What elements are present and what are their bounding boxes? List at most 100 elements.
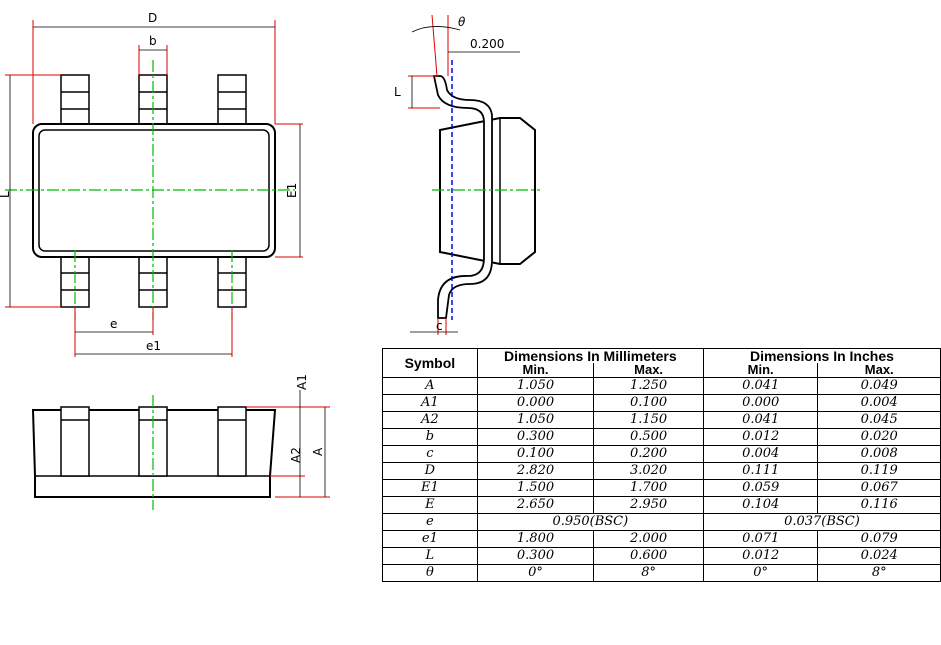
cell-in-max: 0.067	[817, 479, 941, 497]
cell-in-max: 0.024	[817, 547, 941, 565]
cell-in-max: 0.045	[817, 411, 941, 429]
cell-mm-min: 1.050	[476, 377, 595, 395]
lead-front-3	[217, 406, 247, 477]
label-D: D	[148, 11, 157, 25]
top-view	[32, 74, 276, 308]
cell-mm-max: 1.250	[593, 377, 704, 395]
cell-mm-max: 0.600	[593, 547, 704, 565]
cell-in-max: 0.119	[817, 462, 941, 480]
cell-mm-max: 8°	[593, 564, 704, 582]
cell-mm-min: 0.300	[476, 428, 595, 446]
cell-in-max: 0.004	[817, 394, 941, 412]
cell-mm-min: 0.000	[476, 394, 595, 412]
label-A2: A2	[289, 447, 303, 463]
cell-mm-min: 0.300	[476, 547, 595, 565]
cell-mm-max: 1.700	[593, 479, 704, 497]
sub-min-in: Min.	[702, 363, 819, 378]
header-in: Dimensions In Inches	[702, 348, 941, 363]
lead-top-1	[60, 74, 90, 127]
cell-symbol: D	[382, 462, 478, 480]
cell-in-min: 0.000	[702, 394, 819, 412]
cell-mm-max: 2.000	[593, 530, 704, 548]
side-view	[432, 75, 536, 319]
lead-top-3	[217, 74, 247, 127]
cell-mm-min: 0.100	[476, 445, 595, 463]
extension-lines-front	[246, 406, 330, 498]
label-E1: E1	[285, 183, 299, 198]
label-A: A	[311, 447, 325, 456]
cell-mm-min: 1.500	[476, 479, 595, 497]
cell-mm-max: 2.950	[593, 496, 704, 514]
header-mm: Dimensions In Millimeters	[476, 348, 704, 363]
cell-symbol: A1	[382, 394, 478, 412]
cell-symbol: A	[382, 377, 478, 395]
label-tol: 0.200	[470, 37, 504, 51]
label-L-left: L	[0, 191, 12, 198]
lead-front-1	[60, 406, 90, 477]
cell-in-min: 0°	[702, 564, 819, 582]
cell-symbol: A2	[382, 411, 478, 429]
cell-mm-min: 1.050	[476, 411, 595, 429]
cell-in-bsc: 0.037(BSC)	[702, 513, 941, 531]
cell-mm-max: 3.020	[593, 462, 704, 480]
cell-mm-bsc: 0.950(BSC)	[476, 513, 704, 531]
dimension-lines-side	[410, 26, 520, 333]
cell-symbol: e	[382, 513, 478, 531]
cell-in-min: 0.071	[702, 530, 819, 548]
header-symbol: Symbol	[382, 348, 478, 378]
label-L-side: L	[394, 85, 401, 99]
cell-mm-max: 0.100	[593, 394, 704, 412]
label-e1: e1	[146, 339, 161, 353]
cell-in-max: 0.008	[817, 445, 941, 463]
cell-symbol: c	[382, 445, 478, 463]
cell-in-min: 0.041	[702, 411, 819, 429]
label-A1: A1	[295, 374, 309, 390]
cell-mm-max: 1.150	[593, 411, 704, 429]
cell-mm-min: 0°	[476, 564, 595, 582]
label-theta: θ	[458, 15, 466, 29]
cell-symbol: b	[382, 428, 478, 446]
cell-mm-min: 2.820	[476, 462, 595, 480]
dimensions-table: Symbol Dimensions In Millimeters Dimensi…	[382, 348, 941, 582]
cell-in-min: 0.041	[702, 377, 819, 395]
cell-in-min: 0.012	[702, 428, 819, 446]
front-view	[31, 406, 277, 498]
cell-in-max: 0.116	[817, 496, 941, 514]
sub-max-mm: Max.	[593, 363, 704, 378]
cell-mm-max: 0.200	[593, 445, 704, 463]
cell-in-min: 0.059	[702, 479, 819, 497]
cell-symbol: e1	[382, 530, 478, 548]
cell-mm-min: 1.800	[476, 530, 595, 548]
dimension-lines-top	[9, 26, 301, 355]
cell-in-max: 8°	[817, 564, 941, 582]
extension-lines-top	[5, 20, 303, 357]
label-e: e	[110, 317, 117, 331]
cell-mm-max: 0.500	[593, 428, 704, 446]
sub-max-in: Max.	[817, 363, 941, 378]
cell-symbol: E	[382, 496, 478, 514]
cell-in-max: 0.020	[817, 428, 941, 446]
dimension-lines-front	[299, 390, 326, 497]
sub-min-mm: Min.	[476, 363, 595, 378]
cell-in-max: 0.049	[817, 377, 941, 395]
label-b: b	[149, 34, 157, 48]
cell-in-min: 0.004	[702, 445, 819, 463]
cell-mm-min: 2.650	[476, 496, 595, 514]
cell-in-min: 0.012	[702, 547, 819, 565]
cell-in-max: 0.079	[817, 530, 941, 548]
cell-symbol: E1	[382, 479, 478, 497]
cell-symbol: θ	[382, 564, 478, 582]
cell-symbol: L	[382, 547, 478, 565]
